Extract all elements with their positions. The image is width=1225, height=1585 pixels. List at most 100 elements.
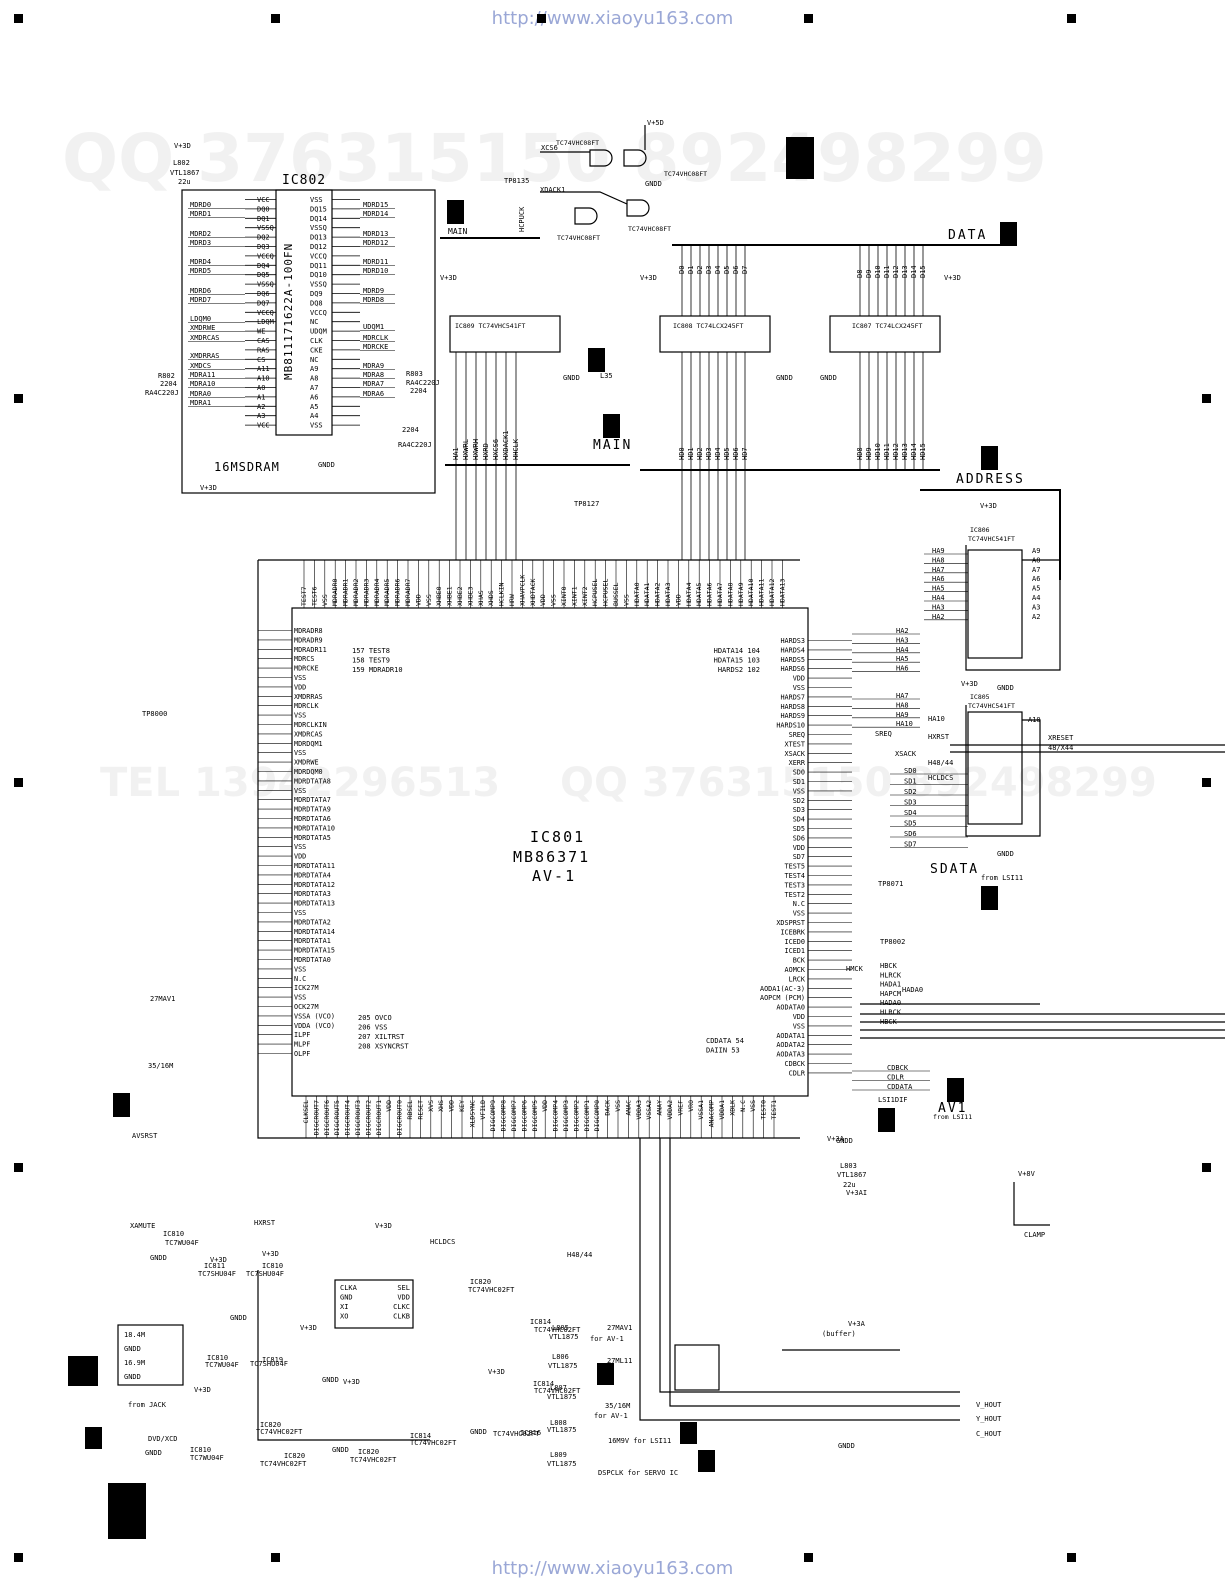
ic801-pin-left: VSS (294, 994, 306, 1002)
ic802-pin-right: NC (310, 356, 318, 364)
label-ic814: IC814 (533, 1380, 554, 1388)
label-vtl1875: VTL1875 (547, 1426, 577, 1434)
watermark-qq-mid: QQ 376315150 892498299 (560, 760, 1157, 806)
ic801-note: DAIIN 53 (706, 1047, 740, 1055)
ic802-pin-left: DQ7 (257, 299, 270, 307)
ic821-label: TC74VHC08FT (628, 225, 671, 233)
ic801-note: 207 XILTRST (358, 1033, 405, 1041)
label-v3d: V+3D (174, 142, 191, 150)
reg-mark (1202, 778, 1211, 787)
ic801-pin-left: MDRDQM0 (294, 768, 323, 776)
ic801-pin-right: AOPCM (PCM) (760, 994, 805, 1002)
ic802-net-right: MDRD9 (363, 287, 384, 295)
label-inductor-22u: 22u (178, 178, 191, 186)
ic802-net-right: MDRA8 (363, 371, 384, 379)
sheet-tab (981, 886, 998, 910)
ic801-pin-left: ICK27M (294, 984, 319, 992)
ic801-pin-right: XTEST (785, 740, 805, 748)
label-rv-224: 2204 (160, 380, 177, 388)
ic801-note: CDDATA 54 (706, 1037, 744, 1045)
ic802-ref: IC802 (282, 173, 326, 188)
sheet-tab (698, 1450, 715, 1472)
ic802-pin-right: A5 (310, 403, 318, 411)
ic801-pin-right: VDD (793, 1013, 805, 1021)
sheet-tab (603, 414, 620, 438)
audio-net-label: HLRCK (880, 1009, 902, 1017)
label-rv-224: 2204 (402, 426, 419, 434)
label-v3d: V+3D (944, 274, 961, 282)
sheet-tab-big (108, 1483, 146, 1539)
label-v8: V+8V (1018, 1170, 1036, 1178)
sd-bit-label: SD6 (904, 830, 917, 838)
ic801-pin-right: HARDS7 (780, 693, 805, 701)
osc-pin-label: XI (340, 1303, 348, 1311)
label-ic814: IC814 (530, 1318, 551, 1326)
ic802-pin-right: VSSQ (310, 281, 327, 289)
ic802-net-left: MDRD6 (190, 287, 211, 295)
ic802-net-right: MDRD12 (363, 239, 388, 247)
ic802-net-left: MDRD0 (190, 201, 211, 209)
ic801-pin-left: VSS (294, 749, 306, 757)
ic801-body (291, 607, 809, 1097)
ic801-pin-left: MDRDTATA6 (294, 815, 331, 823)
ic801-pin-left: XMDRCAS (294, 730, 323, 738)
label-v3d: V+3D (194, 1386, 211, 1394)
ic801-pin-left: MDRDTATA1 (294, 937, 331, 945)
ic802-pin-left: DQ6 (257, 290, 270, 298)
label-inductor-22u: 22u (843, 1181, 856, 1189)
ic802-net-left: XMDRCAS (190, 334, 220, 342)
ic802-pin-right: A9 (310, 365, 318, 373)
site-url-bottom: http://www.xiaoyu163.com (491, 1558, 734, 1579)
label-ic814: IC814 (410, 1432, 431, 1440)
ic802-pin-right: A4 (310, 412, 318, 420)
ic801-pin-right: SD0 (793, 769, 805, 777)
label-net-27mav1: 27MAV1 (150, 995, 175, 1003)
reg-mark (14, 14, 23, 23)
ic802-pin-left: DQ4 (257, 262, 270, 270)
ic801-note: 205 OVCO (358, 1014, 392, 1022)
ic802-net-left: LDQM0 (190, 315, 211, 323)
ic802-pin-left: LDQM (257, 318, 274, 326)
ic801-pin-left: VDDA (VCO) (294, 1022, 335, 1030)
label-ic802-r803: R803 (406, 370, 423, 378)
label-vtl1875: VTL1875 (548, 1362, 578, 1370)
ic802-pin-right: VCCQ (310, 309, 327, 317)
label-v3d: V+3D (980, 502, 997, 510)
address-out-label: A3 (1032, 603, 1040, 611)
ic801-pin-right: AODATA0 (776, 1004, 805, 1012)
misc-net-label: XCS6 (541, 144, 558, 152)
address-out-label: A6 (1032, 575, 1040, 583)
ic801-pin-left: MDRDTATA4 (294, 871, 331, 879)
label-out-3516m: 35/16M (605, 1402, 630, 1410)
label-tc74vhc02ft: TC74VHC02FT (534, 1387, 581, 1395)
ic801-pin-right: VSS (793, 684, 805, 692)
ic802-net-right: MDRD11 (363, 258, 388, 266)
misc-net-label: LSI1DIF (878, 1096, 908, 1104)
address-bus-label: ADDRESS (956, 472, 1025, 487)
ic802-pin-left: DQ3 (257, 243, 270, 251)
label-vtl1875: VTL1875 (547, 1460, 577, 1468)
label-xamute: XAMUTE (130, 1222, 155, 1230)
ic801-pin-left: MDRDTATA10 (294, 824, 335, 832)
ic801-pin-left: VSS (294, 843, 306, 851)
label-v5d: V+5D (647, 119, 664, 127)
ic802-pin-right: DQ14 (310, 215, 327, 223)
label-vtl1867: VTL1867 (837, 1171, 867, 1179)
reg-mark (537, 14, 546, 23)
sheet-tab (597, 1363, 614, 1385)
ic801-pin-right: ICED0 (785, 938, 805, 946)
ic802-net-left: MDRA0 (190, 390, 211, 398)
ic801-pin-left: VSSA (VCO) (294, 1012, 335, 1020)
ic802-pin-right: DQ11 (310, 262, 327, 270)
label-v3d: V+3D (375, 1222, 392, 1230)
label-v3d: V+3D (300, 1324, 317, 1332)
label-h4844: H48/44 (567, 1251, 592, 1259)
sheet-tab (680, 1422, 697, 1444)
ic801-pin-right: TEST4 (785, 872, 805, 880)
ic802-pin-left: DQ2 (257, 234, 270, 242)
label-vtl1867: VTL1867 (170, 169, 200, 177)
ic801-pin-right: TEST3 (785, 881, 805, 889)
ic801-pin-right: HARDS10 (776, 722, 805, 730)
label-tp8002: TP8002 (880, 938, 905, 946)
watermark-qq-top: QQ 376315150 892498299 (62, 120, 1047, 197)
